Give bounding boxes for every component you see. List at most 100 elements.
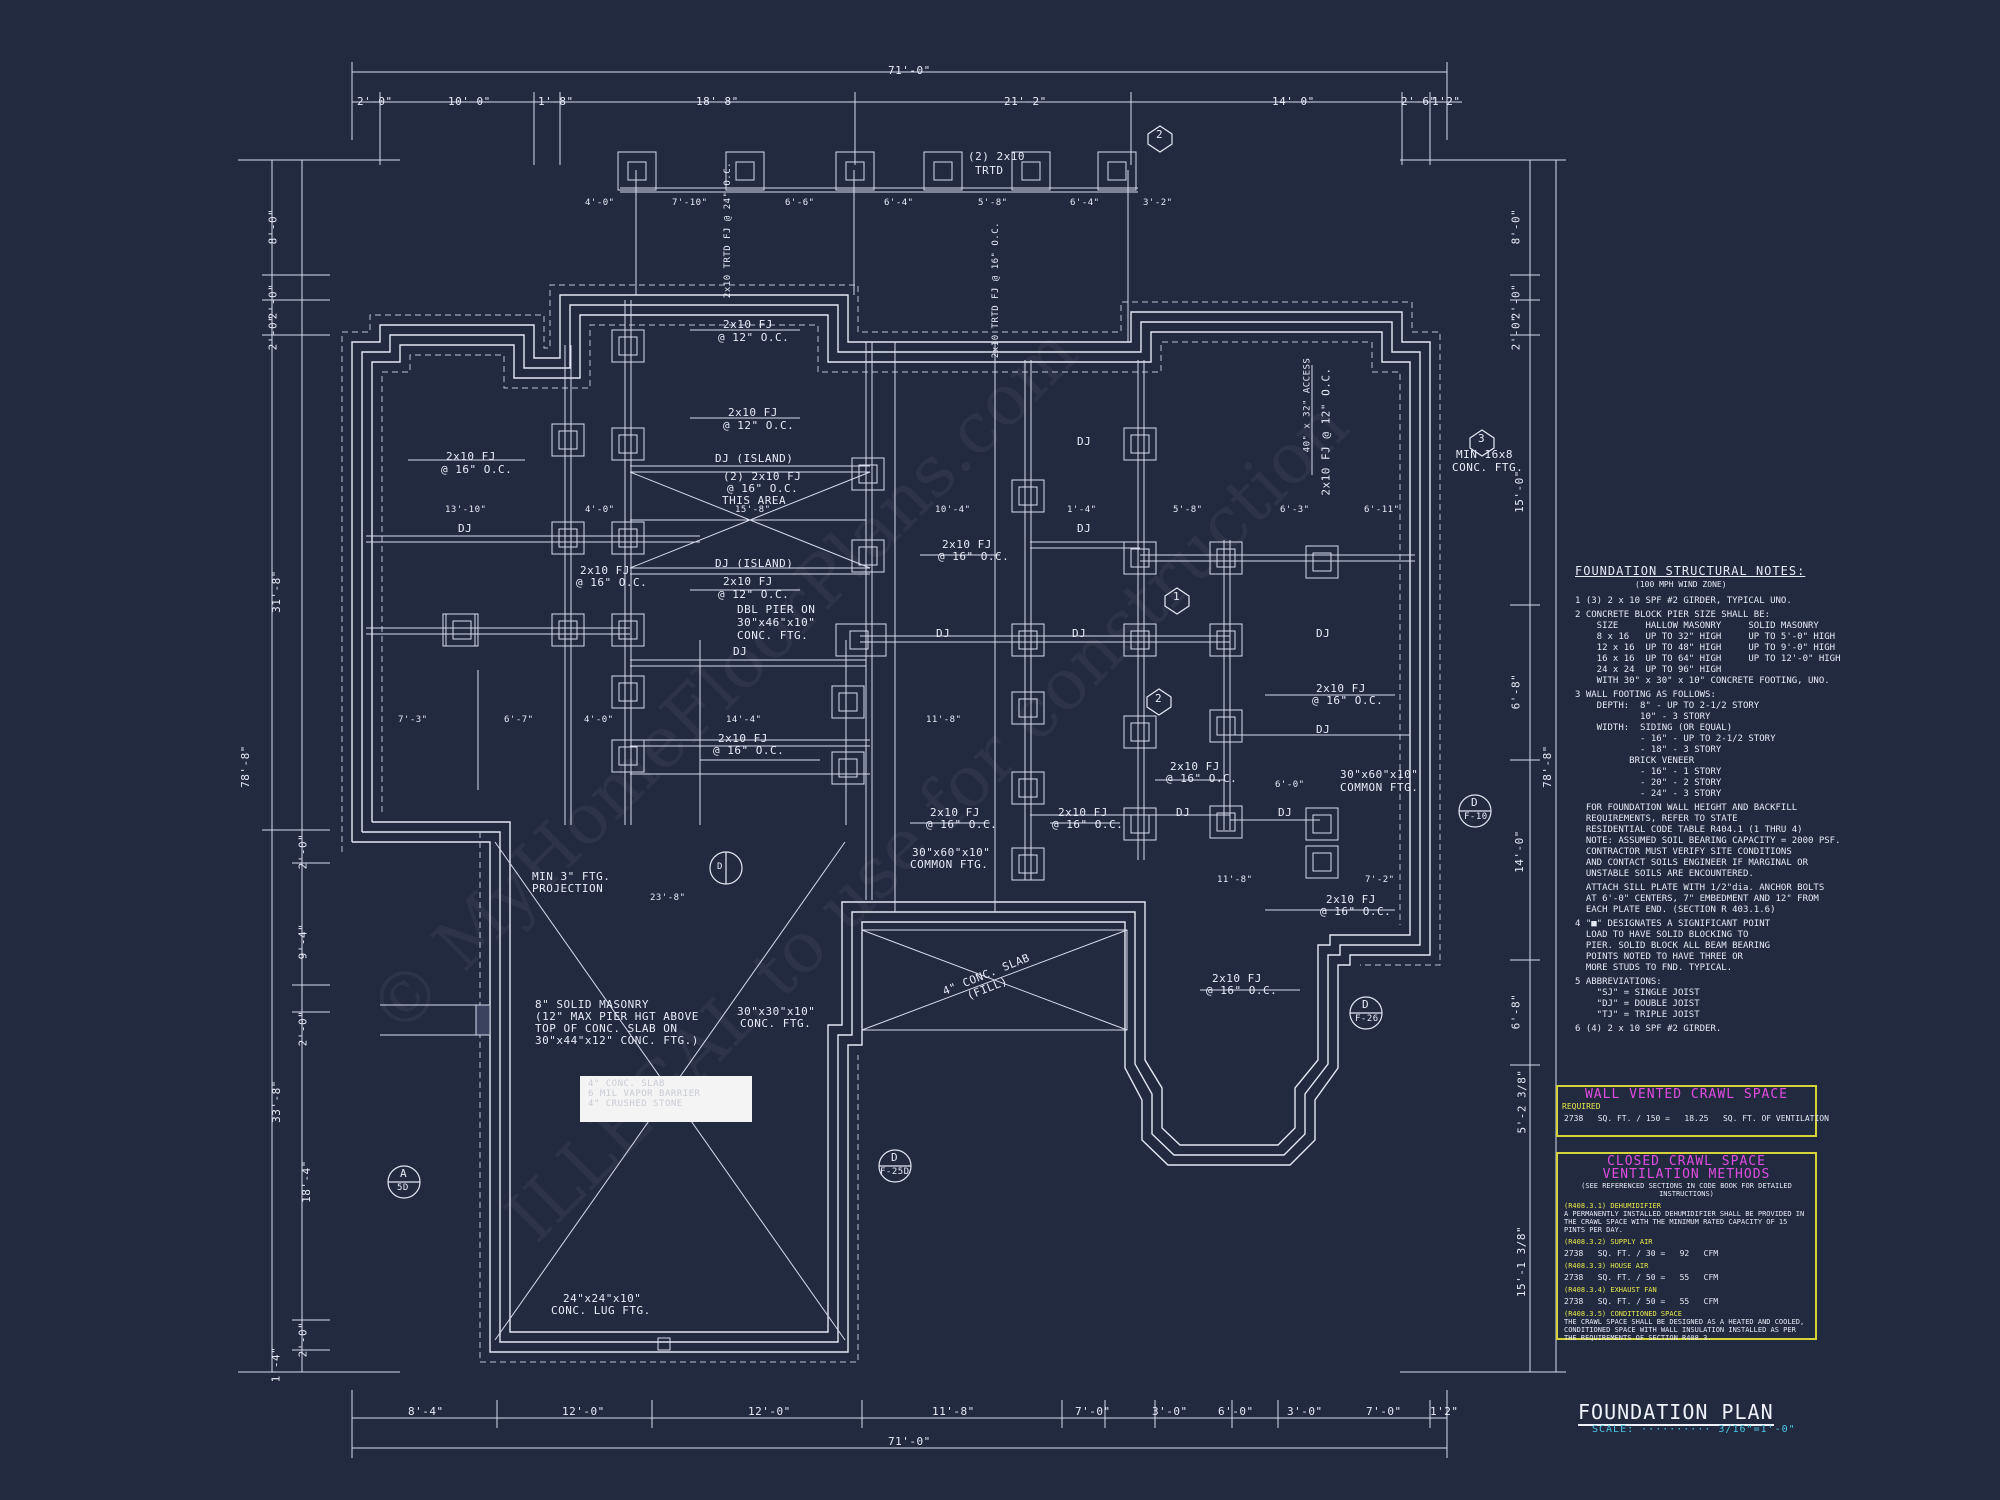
dim-interior: 3'-2" bbox=[1143, 198, 1173, 208]
section-tag: D bbox=[717, 862, 723, 872]
dim-interior: 14'-4" bbox=[726, 715, 762, 725]
dim-interior: 5'-8" bbox=[1173, 505, 1203, 515]
dim-top: 1'-8" bbox=[538, 95, 574, 108]
dim-interior: 7'-2" bbox=[1365, 875, 1395, 885]
dim-interior: 4'-0" bbox=[585, 505, 615, 515]
drawing-scale: SCALE: ·········· 3/16"=1'-0" bbox=[1592, 1424, 1796, 1435]
masonry-note: (12" MAX PIER HGT ABOVE bbox=[535, 1010, 699, 1023]
joist-label: @ 16" O.C. bbox=[441, 463, 513, 476]
section-tag: F-25D bbox=[880, 1167, 910, 1177]
dj-label: DJ bbox=[1072, 627, 1087, 640]
footing-note: CONC. FTG. bbox=[1452, 461, 1524, 474]
dj-label: DJ bbox=[1077, 435, 1092, 448]
dj-label: DJ bbox=[1176, 806, 1191, 819]
footing-note: 24"x24"x10" bbox=[563, 1292, 642, 1305]
joist-label: 2x10 FJ bbox=[1316, 682, 1366, 695]
tag-label: 1 bbox=[1173, 590, 1181, 603]
tag-label: 2 bbox=[1156, 128, 1164, 141]
footing-note: COMMON FTG. bbox=[910, 858, 989, 871]
dim-top: 10'-0" bbox=[448, 95, 491, 108]
footing-dashes bbox=[341, 284, 1441, 1363]
joist-label: 2x10 FJ bbox=[1170, 760, 1220, 773]
girder-label: TRTD bbox=[975, 164, 1004, 177]
joist-label: @ 12" O.C. bbox=[718, 331, 790, 344]
scale-label: SCALE: bbox=[1592, 1424, 1635, 1435]
footing-note: COMMON FTG. bbox=[1340, 781, 1419, 794]
section-tag: F-26 bbox=[1355, 1014, 1379, 1024]
dim-top: 21'-2" bbox=[1004, 95, 1047, 108]
dj-label: DJ bbox=[733, 645, 748, 658]
dim-right: 2'-0" bbox=[1509, 314, 1523, 351]
footing-note: MIN 16x8 bbox=[1456, 448, 1513, 461]
dim-interior: 10'-4" bbox=[935, 505, 971, 515]
dim-interior: 13'-10" bbox=[445, 505, 487, 515]
dim-right: 78'-8" bbox=[1540, 745, 1554, 788]
dim-left: 1'-4" bbox=[269, 1346, 283, 1383]
closed-row: 2738 SQ. FT. / 50 = 55 CFM bbox=[1564, 1273, 1719, 1282]
dim-left: 31'-8" bbox=[269, 570, 283, 613]
dim-top: 18'-8" bbox=[696, 95, 739, 108]
joist-label: @ 12" O.C. bbox=[723, 419, 795, 432]
dim-bottom: 12'-0" bbox=[562, 1405, 605, 1418]
scale-dots: ·········· bbox=[1641, 1424, 1712, 1435]
section-tag: D bbox=[891, 1151, 899, 1164]
slab-note-box: 4" CONC. SLAB 6 MIL VAPOR BARRIER 4" CRU… bbox=[580, 1076, 752, 1122]
section-tag: D bbox=[1471, 796, 1479, 809]
dim-bottom: 12'-0" bbox=[748, 1405, 791, 1418]
dim-right: 15'-1 3/8" bbox=[1515, 1225, 1529, 1298]
footing-note: 30"x60"x10" bbox=[912, 846, 991, 859]
drawing-title: FOUNDATION PLAN bbox=[1578, 1400, 1774, 1426]
dj-label: DJ bbox=[1278, 806, 1293, 819]
tags bbox=[387, 125, 1495, 1199]
note-item: ATTACH SILL PLATE WITH 1/2"dia. ANCHOR B… bbox=[1585, 883, 1825, 915]
dim-interior: 4'-0" bbox=[584, 715, 614, 725]
dim-interior: 1'-4" bbox=[1067, 505, 1097, 515]
access-label: 40" x 32" ACCESS bbox=[1302, 357, 1313, 453]
dim-interior: 11'-8" bbox=[1217, 875, 1253, 885]
closed-head: (R408.3.5) CONDITIONED SPACE bbox=[1564, 1310, 1683, 1318]
girder-label: (2) 2x10 bbox=[968, 150, 1025, 163]
dim-interior: 6'-4" bbox=[884, 198, 914, 208]
joist-label: 2x10 FJ bbox=[930, 806, 980, 819]
dim-bottom: 7'-0" bbox=[1366, 1405, 1402, 1418]
dim-bottom: 11'-8" bbox=[932, 1405, 975, 1418]
dim-top: 1'2" bbox=[1432, 95, 1461, 108]
pier-note: 30"x46"x10" bbox=[737, 616, 816, 629]
joist-label: 2x10 FJ bbox=[1058, 806, 1108, 819]
closed-text: THE CRAWL SPACE SHALL BE DESIGNED AS A H… bbox=[1564, 1318, 1805, 1342]
dim-left: 2'-0" bbox=[296, 1010, 310, 1047]
wall-vented-required: REQUIRED bbox=[1562, 1102, 1601, 1111]
notes-subtitle: (100 MPH WIND ZONE) bbox=[1635, 580, 1727, 589]
dim-left: 2'-0" bbox=[296, 1321, 310, 1358]
dim-left: 9'-4" bbox=[296, 923, 310, 960]
dj-label: DJ bbox=[1077, 522, 1092, 535]
dim-bottom: 3'-0" bbox=[1287, 1405, 1323, 1418]
joist-label: THIS AREA bbox=[722, 494, 787, 507]
tag-label: 2 bbox=[1155, 692, 1163, 705]
joist-label: 2x10 FJ @ 12" O.C. bbox=[1319, 367, 1333, 496]
closed-row: 2738 SQ. FT. / 30 = 92 CFM bbox=[1564, 1249, 1719, 1258]
note-item: FOR FOUNDATION WALL HEIGHT AND BACKFILL … bbox=[1585, 803, 1841, 879]
dim-interior: 4'-0" bbox=[585, 198, 615, 208]
section-tag: D bbox=[1362, 998, 1370, 1011]
joist-label: @ 16" O.C. bbox=[1320, 905, 1392, 918]
wall-vented-row: 2738 SQ. FT. / 150 = 18.25 SQ. FT. OF VE… bbox=[1564, 1114, 1829, 1123]
joist-label: 2x10 FJ bbox=[942, 538, 992, 551]
dim-right: 6'-8" bbox=[1509, 673, 1523, 710]
dim-interior: 6'-11" bbox=[1364, 505, 1400, 515]
dim-left: 78'-8" bbox=[238, 745, 252, 788]
dim-left: 2'-0" bbox=[296, 833, 310, 870]
dim-right: 6'-8" bbox=[1509, 993, 1523, 1030]
dim-left: 33'-8" bbox=[269, 1080, 283, 1123]
masonry-note: TOP OF CONC. SLAB ON bbox=[535, 1022, 678, 1035]
closed-crawl-box: CLOSED CRAWL SPACE VENTILATION METHODS (… bbox=[1556, 1152, 1817, 1342]
note-item: 3 WALL FOOTING AS FOLLOWS: DEPTH: 8" - U… bbox=[1575, 690, 1776, 799]
joist-label: 2x10 FJ bbox=[1326, 893, 1376, 906]
dj-label: DJ bbox=[458, 522, 473, 535]
joist-label: @ 16" O.C. bbox=[727, 482, 799, 495]
dj-label: DJ bbox=[1316, 723, 1331, 736]
garage-slab bbox=[380, 841, 1128, 1351]
joist-arrows bbox=[408, 329, 1395, 991]
closed-row: 2738 SQ. FT. / 50 = 55 CFM bbox=[1564, 1297, 1719, 1306]
footing-note: 30"x60"x10" bbox=[1340, 768, 1419, 781]
